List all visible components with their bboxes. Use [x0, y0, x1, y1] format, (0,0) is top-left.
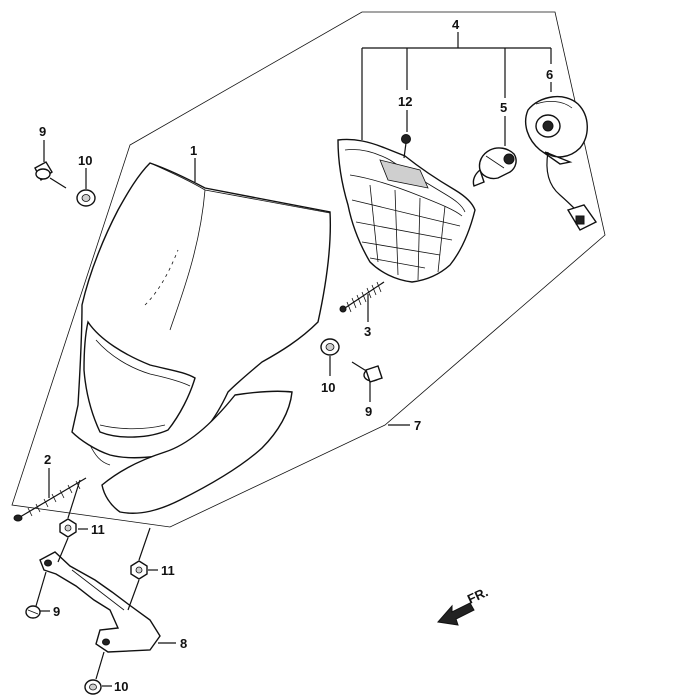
callout-10-top: 10	[78, 153, 92, 168]
bolt-2	[13, 477, 87, 522]
callout-3: 3	[364, 324, 371, 339]
screw-12	[401, 134, 411, 159]
callout-9-bottom: 9	[53, 604, 60, 619]
callout-7: 7	[414, 418, 421, 433]
callout-1: 1	[190, 143, 197, 158]
front-direction-label: FR.	[465, 584, 490, 606]
washer-10-bottom	[84, 679, 102, 695]
callout-10-mid: 10	[321, 380, 335, 395]
callout-9-mid: 9	[365, 404, 372, 419]
callout-4: 4	[452, 17, 460, 32]
leader-lines	[35, 32, 552, 687]
callout-2: 2	[44, 452, 51, 467]
bolt-9-mid	[351, 361, 383, 383]
callout-11-lower: 11	[161, 563, 175, 578]
callout-12: 12	[398, 94, 412, 109]
bracket-8	[39, 551, 161, 653]
headlight-unit	[337, 138, 476, 283]
callout-9-top: 9	[39, 124, 46, 139]
washer-10-top	[76, 189, 96, 207]
washer-10-mid	[320, 338, 340, 356]
nut-11-lower	[130, 560, 148, 580]
callout-10-bottom: 10	[114, 679, 128, 694]
bolt-9-top	[34, 161, 67, 189]
bulb-5	[472, 147, 517, 187]
callout-5: 5	[500, 100, 507, 115]
adjust-screw-3	[339, 281, 385, 313]
callout-11-upper: 11	[91, 522, 105, 537]
callout-8: 8	[180, 636, 187, 651]
bolt-9-bottom	[25, 605, 41, 619]
front-direction-arrow-icon: FR.	[437, 584, 490, 626]
nut-11-upper	[59, 518, 77, 538]
callout-6: 6	[546, 67, 553, 82]
socket-6	[524, 95, 598, 231]
headlight-cowl	[71, 162, 332, 514]
